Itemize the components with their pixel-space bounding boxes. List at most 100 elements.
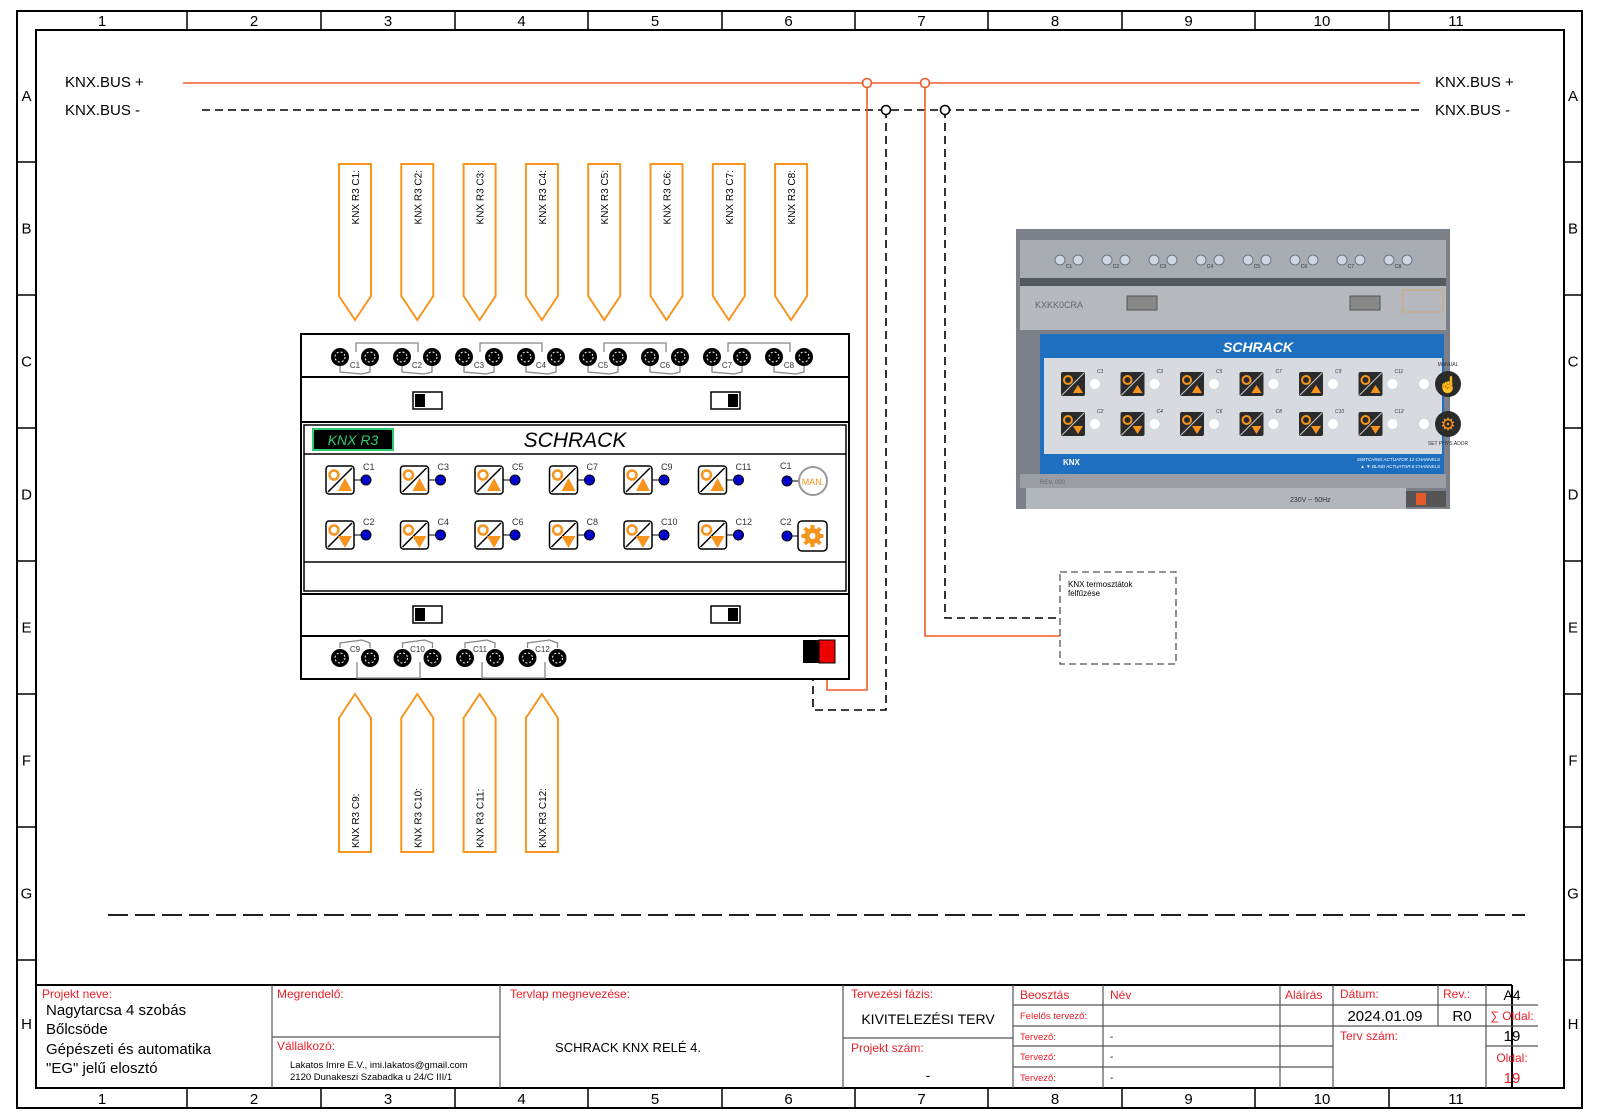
role-name: - bbox=[1110, 1073, 1113, 1084]
photo-brand: SCHRACK bbox=[1223, 339, 1294, 355]
channel-led bbox=[435, 474, 446, 486]
channel-down-button[interactable] bbox=[697, 520, 728, 550]
output-arrows-top: KNX R3 C1:KNX R3 C2:KNX R3 C3:KNX R3 C4:… bbox=[338, 163, 809, 322]
channel-led bbox=[584, 474, 595, 486]
column-label-bottom: 11 bbox=[1448, 1091, 1464, 1108]
photo-channel-label: C12 bbox=[1395, 409, 1404, 415]
screw-terminal bbox=[518, 649, 537, 667]
column-label-bottom: 3 bbox=[384, 1091, 392, 1108]
channel-label: C1 bbox=[363, 462, 375, 472]
channel-led bbox=[509, 474, 521, 486]
title-block: Projekt neve: Nagytarcsa 4 szobás Bőlcsö… bbox=[36, 984, 1538, 1089]
photo-channel-label: C1 bbox=[1097, 369, 1104, 375]
photo-rev: REV. 000 bbox=[1040, 480, 1066, 486]
terminal-label: C12 bbox=[535, 645, 550, 654]
junction-plus-1 bbox=[861, 77, 873, 89]
column-label-top: 9 bbox=[1184, 13, 1192, 30]
role-label: Tervező: bbox=[1020, 1032, 1056, 1043]
output-label: KNX R3 C10: bbox=[413, 788, 424, 848]
screw-terminal bbox=[517, 348, 535, 366]
column-label-bottom: 10 bbox=[1314, 1091, 1331, 1108]
column-label-bottom: 9 bbox=[1184, 1091, 1192, 1108]
photo-terminal-label: C2 bbox=[1113, 264, 1120, 270]
channel-up-button[interactable] bbox=[474, 465, 504, 495]
output-arrow bbox=[338, 692, 372, 853]
channel-label: C7 bbox=[587, 462, 599, 472]
photo-channel-label: C10 bbox=[1335, 409, 1344, 415]
channel-led bbox=[658, 529, 670, 541]
channel-up-button[interactable] bbox=[399, 465, 430, 495]
terminal-label: C6 bbox=[660, 361, 671, 370]
screw-terminal bbox=[423, 649, 442, 667]
screw-terminal bbox=[361, 649, 379, 667]
bus-minus-label-left: KNX.BUS - bbox=[65, 102, 140, 119]
screw-terminal bbox=[703, 348, 721, 366]
row-label-left: E bbox=[21, 620, 31, 637]
channel-led bbox=[733, 529, 744, 541]
output-arrow bbox=[524, 163, 559, 322]
channel-up-button[interactable] bbox=[697, 465, 728, 495]
dip-switch-top-right[interactable] bbox=[710, 391, 741, 410]
row-label-right: H bbox=[1568, 1016, 1579, 1033]
channel-down-button[interactable] bbox=[623, 520, 653, 550]
roles-header-name: Név bbox=[1110, 988, 1131, 1002]
dip-switch-top-left[interactable] bbox=[412, 391, 443, 410]
photo-terminal-label: C5 bbox=[1254, 264, 1261, 270]
channel-label: C5 bbox=[512, 462, 524, 472]
junction-plus-2 bbox=[919, 77, 931, 89]
device-name-tag-text: KNX R3 bbox=[328, 432, 379, 448]
photo-terminal-label: C3 bbox=[1160, 264, 1167, 270]
roles-header-signature: Aláírás bbox=[1285, 988, 1322, 1002]
column-label-top: 3 bbox=[384, 13, 392, 30]
screw-terminal bbox=[456, 649, 474, 667]
project-name-line-1: Nagytarcsa 4 szobás bbox=[46, 1002, 186, 1019]
output-label: KNX R3 C12: bbox=[538, 788, 549, 848]
column-label-top: 7 bbox=[917, 13, 925, 30]
role-label: Felelős tervező: bbox=[1020, 1011, 1087, 1022]
device-brand: SCHRACK bbox=[524, 429, 628, 452]
channel-led bbox=[584, 529, 595, 541]
channel-down-button[interactable] bbox=[325, 520, 355, 550]
screw-terminal bbox=[393, 649, 412, 667]
photo-channel-label: C4 bbox=[1157, 409, 1164, 415]
set-phys-addr-button[interactable] bbox=[797, 520, 828, 552]
channel-down-button[interactable] bbox=[399, 520, 430, 550]
photo-terminal-label: C8 bbox=[1395, 264, 1402, 270]
screw-terminal bbox=[609, 348, 627, 366]
terminal-label: C10 bbox=[410, 645, 425, 654]
screw-terminal bbox=[548, 649, 567, 667]
output-arrow bbox=[400, 692, 435, 853]
manual-button[interactable] bbox=[798, 466, 828, 496]
channel-up-button[interactable] bbox=[623, 465, 653, 495]
channel-up-button[interactable] bbox=[325, 465, 355, 495]
project-name-line-3: Gépészeti és automatika bbox=[46, 1041, 212, 1058]
channel-label: C11 bbox=[736, 462, 752, 472]
output-arrow bbox=[587, 163, 622, 322]
photo-channel-label: C11 bbox=[1395, 369, 1404, 375]
junction-minus-1 bbox=[880, 104, 892, 116]
dip-switch-bottom-left[interactable] bbox=[412, 605, 443, 624]
bus-plus-label-right: KNX.BUS + bbox=[1435, 74, 1514, 91]
channel-up-button[interactable] bbox=[548, 465, 579, 495]
page-number: 19 bbox=[1504, 1070, 1521, 1087]
output-arrow bbox=[524, 692, 559, 853]
manual-channel-label: C1 bbox=[780, 461, 792, 471]
terminal-label: C2 bbox=[412, 361, 423, 370]
thermostat-box-line1: KNX termosztátok bbox=[1068, 580, 1133, 589]
terminal-label: C5 bbox=[598, 361, 609, 370]
junction-minus-2 bbox=[939, 104, 951, 116]
dip-switch-bottom-right[interactable] bbox=[710, 605, 741, 624]
photo-knx-logo: KNX bbox=[1063, 458, 1081, 467]
channel-label: C4 bbox=[438, 517, 450, 527]
output-label: KNX R3 C8: bbox=[787, 170, 798, 224]
channel-down-button[interactable] bbox=[474, 520, 504, 550]
photo-gear-icon: ⚙ bbox=[1440, 415, 1455, 434]
channel-label: C3 bbox=[438, 462, 450, 472]
screw-terminal bbox=[393, 348, 411, 366]
channel-down-button[interactable] bbox=[548, 520, 579, 550]
role-label: Tervező: bbox=[1020, 1052, 1056, 1063]
total-pages: 19 bbox=[1504, 1028, 1521, 1045]
manual-button-text: MAN. bbox=[802, 477, 825, 487]
